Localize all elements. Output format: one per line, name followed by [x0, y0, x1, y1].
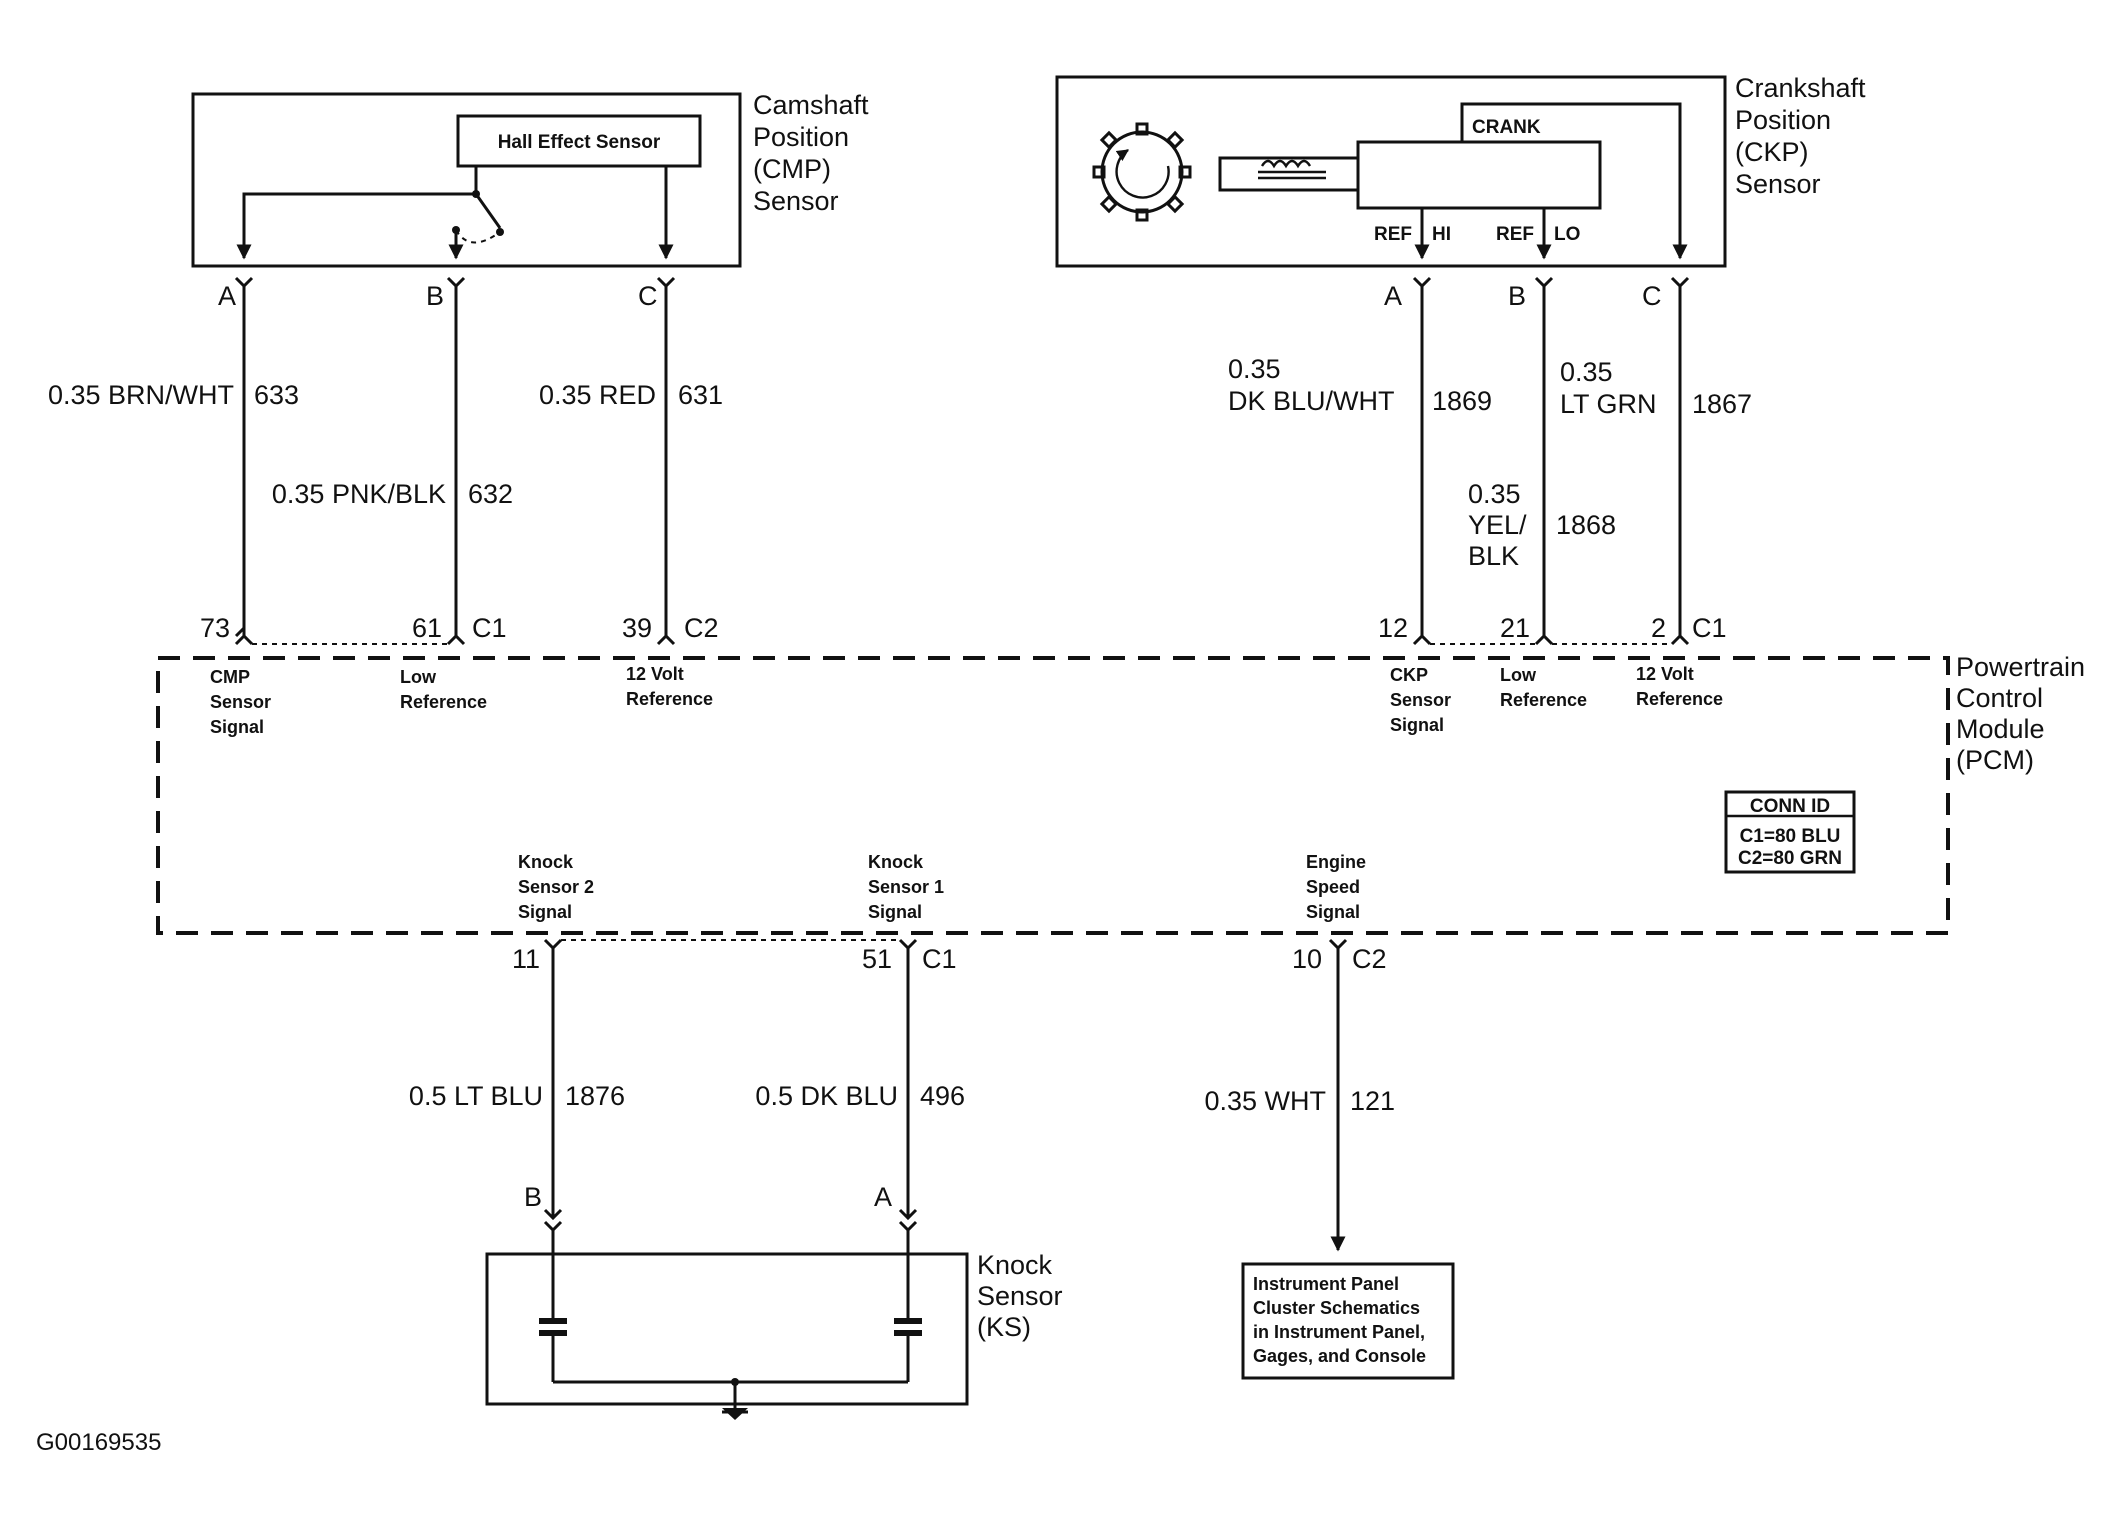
label-engine-speed-signal: Engine Speed Signal — [1306, 852, 1371, 922]
pcm-conn-c1-bottom: C1 — [922, 944, 957, 974]
figure-id: G00169535 — [36, 1429, 161, 1456]
conn-id-c2: C2=80 GRN — [1738, 848, 1842, 869]
lo-label: LO — [1554, 224, 1580, 245]
pcm-pin-12: 12 — [1378, 613, 1408, 643]
pcm-pin-10: 10 — [1292, 944, 1322, 974]
label-low-reference-cmp: Low Reference — [400, 667, 487, 712]
conn-id-c1: C1=80 BLU — [1740, 826, 1841, 847]
wire-633-circuit: 633 — [254, 380, 299, 410]
piezo-element-1-icon — [894, 1318, 922, 1324]
label-12v-reference-cmp: 12 Volt Reference — [626, 664, 713, 709]
pcm-conn-c1-top: C1 — [472, 613, 507, 643]
cmp-pin-a: A — [218, 281, 236, 311]
ckp-crank-label: CRANK — [1472, 117, 1541, 138]
label-low-reference-ckp: Low Reference — [1500, 665, 1587, 710]
ckp-sensor-box — [1055, 75, 1727, 268]
wire-631-gauge: 0.35 RED — [539, 380, 656, 410]
cmp-sensor-title: Camshaft Position (CMP) Sensor — [753, 90, 876, 216]
cmp-pin-b: B — [426, 281, 444, 311]
label-12v-reference-ckp: 12 Volt Reference — [1636, 664, 1723, 709]
wire-1867-circuit: 1867 — [1692, 389, 1752, 419]
ckp-pin-b: B — [1508, 281, 1526, 311]
wire-632-circuit: 632 — [468, 479, 513, 509]
ground-icon — [722, 1408, 748, 1420]
ckp-probe — [1218, 156, 1358, 192]
knock-pin-b: B — [524, 1182, 542, 1212]
wire-1876-circuit: 1876 — [565, 1081, 625, 1111]
ckp-pin-a: A — [1384, 281, 1402, 311]
cmp-pin-c: C — [638, 281, 658, 311]
wire-1876-gauge: 0.5 LT BLU — [409, 1081, 543, 1111]
pcm-pin-61: 61 — [412, 613, 442, 643]
knock-wires: 0.5 LT BLU 1876 0.5 DK BLU 496 B A — [409, 948, 965, 1233]
ref-hi-label: REF — [1374, 224, 1412, 245]
wire-631-circuit: 631 — [678, 380, 723, 410]
wire-1869-gauge: 0.35 DK BLU/WHT — [1228, 354, 1395, 416]
hall-effect-sensor-label: Hall Effect Sensor — [498, 132, 661, 153]
knock-sensor-box — [485, 1252, 969, 1406]
pcm-box — [156, 656, 1950, 935]
pcm-pin-21: 21 — [1500, 613, 1530, 643]
knock-sensor-title: Knock Sensor (KS) — [977, 1250, 1070, 1342]
pcm-pin-11: 11 — [512, 944, 540, 974]
pcm-module: Powertrain Control Module (PCM) 73 61 C1… — [156, 613, 2093, 974]
cmp-sensor-box — [191, 92, 742, 268]
pcm-conn-c2-top: C2 — [684, 613, 719, 643]
pcm-conn-c2-bottom: C2 — [1352, 944, 1387, 974]
cmp-internal-wire-a — [236, 166, 478, 260]
label-cmp-sensor-signal: CMP Sensor Signal — [210, 667, 276, 737]
label-ckp-sensor-signal: CKP Sensor Signal — [1390, 665, 1456, 735]
wire-496-gauge: 0.5 DK BLU — [755, 1081, 898, 1111]
ref-lo-label: REF — [1496, 224, 1534, 245]
pcm-title: Powertrain Control Module (PCM) — [1956, 652, 2093, 775]
wire-1867-gauge: 0.35 LT GRN — [1560, 357, 1657, 419]
reluctor-wheel-icon — [1092, 122, 1192, 222]
hall-effect-sensor-box — [456, 114, 702, 168]
cmp-switch-arm — [474, 193, 502, 229]
ckp-internal-wire-c — [1460, 102, 1688, 260]
wire-1869-circuit: 1869 — [1432, 386, 1492, 416]
cmp-sensor: Hall Effect Sensor Camshaft Position (CM… — [191, 90, 876, 311]
label-knock-sensor-1-signal: Knock Sensor 1 Signal — [868, 852, 949, 922]
pcm-pin-73: 73 — [200, 613, 230, 643]
cmp-switch-dotted — [455, 229, 501, 244]
ipc-reference-text: Instrument Panel Cluster Schematics in I… — [1253, 1274, 1430, 1366]
knock-sensor: Knock Sensor (KS) — [485, 1230, 1070, 1420]
ckp-wires: 0.35 DK BLU/WHT 1869 0.35 YEL/ BLK 1868 … — [1228, 276, 1752, 636]
conn-id-box: CONN ID C1=80 BLU C2=80 GRN — [1724, 790, 1856, 874]
ipc-reference-box: Instrument Panel Cluster Schematics in I… — [1241, 1262, 1455, 1380]
pcm-conn-c1-top-right: C1 — [1692, 613, 1727, 643]
ckp-element-box — [1356, 140, 1602, 210]
ckp-pin-c: C — [1642, 281, 1662, 311]
piezo-element-2-icon — [539, 1318, 567, 1324]
pcm-pin-2: 2 — [1651, 613, 1666, 643]
wire-1868-gauge: 0.35 YEL/ BLK — [1468, 479, 1534, 571]
engine-speed-wire: 0.35 WHT 121 — [1204, 948, 1395, 1252]
wire-496-circuit: 496 — [920, 1081, 965, 1111]
ckp-sensor: CRANK REF HI REF LO Crankshaft Position … — [1055, 73, 1873, 311]
knock-pin-a: A — [874, 1182, 892, 1212]
wire-633-gauge: 0.35 BRN/WHT — [48, 380, 234, 410]
pcm-pin-39: 39 — [622, 613, 652, 643]
label-knock-sensor-2-signal: Knock Sensor 2 Signal — [518, 852, 599, 922]
ckp-sensor-title: Crankshaft Position (CKP) Sensor — [1735, 73, 1873, 199]
conn-id-title: CONN ID — [1750, 796, 1830, 817]
hi-label: HI — [1432, 224, 1451, 245]
cmp-wires: 0.35 BRN/WHT 633 0.35 PNK/BLK 632 0.35 R… — [48, 276, 723, 638]
coil-icon — [1260, 159, 1312, 169]
wire-121-circuit: 121 — [1350, 1086, 1395, 1116]
wire-121-gauge: 0.35 WHT — [1204, 1086, 1326, 1116]
wire-1868-circuit: 1868 — [1556, 510, 1616, 540]
pcm-pin-51: 51 — [862, 944, 892, 974]
wire-632-gauge: 0.35 PNK/BLK — [272, 479, 446, 509]
